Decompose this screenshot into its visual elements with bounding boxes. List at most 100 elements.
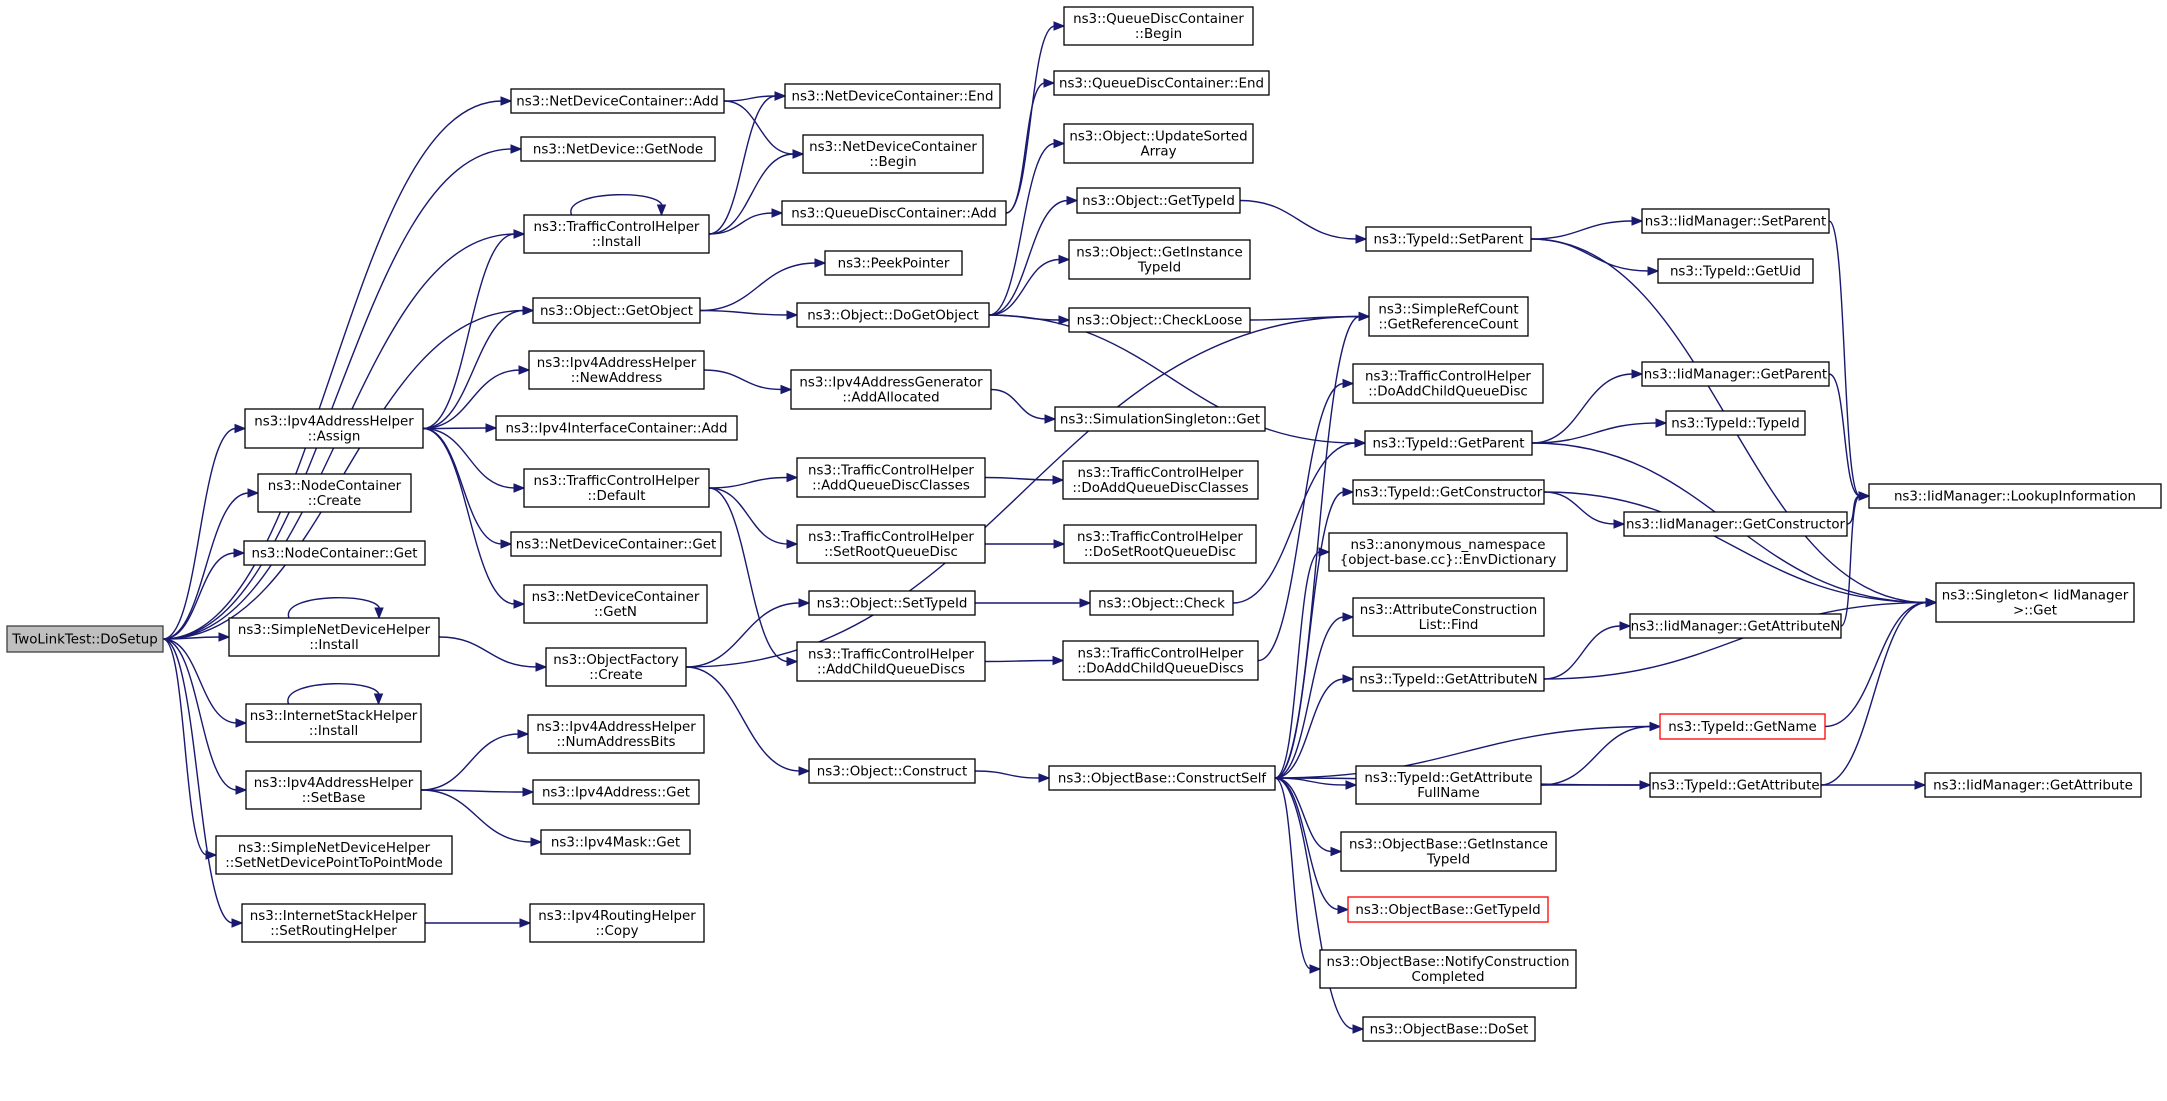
node-iid-getconstructor[interactable]: ns3::IidManager::GetConstructor	[1623, 511, 1848, 537]
node-obj-gettypeid[interactable]: ns3::Object::GetTypeId	[1076, 187, 1241, 214]
node-tch-setrootqd[interactable]: ns3::TrafficControlHelper::SetRootQueueD…	[796, 524, 986, 564]
node-ob-constructself[interactable]: ns3::ObjectBase::ConstructSelf	[1048, 765, 1276, 791]
node-ish-setrouting[interactable]: ns3::InternetStackHelper::SetRoutingHelp…	[241, 903, 426, 943]
node-box	[529, 903, 705, 943]
node-ipv4ah-numaddressbits[interactable]: ns3::Ipv4AddressHelper::NumAddressBits	[527, 714, 705, 754]
node-box	[241, 903, 426, 943]
node-ob-notifyconstruction[interactable]: ns3::ObjectBase::NotifyConstructionCompl…	[1319, 949, 1577, 989]
node-tch-doaddchildqds[interactable]: ns3::TrafficControlHelper::DoAddChildQue…	[1062, 640, 1259, 681]
node-tid-getparent[interactable]: ns3::TypeId::GetParent	[1364, 430, 1533, 456]
node-ipv4m-get[interactable]: ns3::Ipv4Mask::Get	[540, 829, 691, 855]
node-peekpointer[interactable]: ns3::PeekPointer	[824, 250, 963, 276]
edge-root-to-sndh_install	[162, 632, 231, 642]
node-ndc-add[interactable]: ns3::NetDeviceContainer::Add	[510, 88, 725, 114]
node-label-line: ns3::SimulationSingleton::Get	[1060, 413, 1260, 428]
node-box	[1054, 406, 1266, 432]
node-tid-getconstructor[interactable]: ns3::TypeId::GetConstructor	[1352, 479, 1545, 505]
node-tch-doaddchildqd[interactable]: ns3::TrafficControlHelper::DoAddChildQue…	[1352, 363, 1544, 404]
node-sndh-setp2p[interactable]: ns3::SimpleNetDeviceHelper::SetNetDevice…	[215, 835, 453, 875]
node-ipv4ah-setbase[interactable]: ns3::Ipv4AddressHelper::SetBase	[245, 770, 422, 810]
node-tch-dosetrootqd[interactable]: ns3::TrafficControlHelper::DoSetRootQueu…	[1063, 524, 1257, 564]
edge-obj_dogetobject-to-obj_updatesortedarray	[988, 138, 1066, 316]
node-label-line: ::SetRoutingHelper	[270, 924, 397, 939]
node-sndh-install[interactable]: ns3::SimpleNetDeviceHelper::Install	[228, 617, 440, 657]
node-anon-envdict[interactable]: ns3::anonymous_namespace{object-base.cc}…	[1328, 532, 1568, 572]
node-nc-create[interactable]: ns3::NodeContainer::Create	[257, 473, 412, 513]
node-obj-checkloose[interactable]: ns3::Object::CheckLoose	[1068, 307, 1251, 333]
edge-ipv4ah_setbase-to-ipv4m_get	[420, 789, 543, 847]
node-ob-gettypeid[interactable]: ns3::ObjectBase::GetTypeId	[1347, 896, 1549, 923]
node-obj-settypeid[interactable]: ns3::Object::SetTypeId	[808, 590, 976, 616]
node-tch-doaddqdclasses[interactable]: ns3::TrafficControlHelper::DoAddQueueDis…	[1062, 460, 1259, 500]
node-label-line: ns3::Ipv4AddressHelper	[254, 415, 414, 430]
node-label-line: ::AddQueueDiscClasses	[812, 479, 970, 494]
node-ipv4a-get[interactable]: ns3::Ipv4Address::Get	[532, 779, 700, 805]
node-label-line: FullName	[1417, 786, 1479, 801]
node-iid-getparent[interactable]: ns3::IidManager::GetParent	[1641, 361, 1830, 387]
node-nd-getnode[interactable]: ns3::NetDevice::GetNode	[520, 136, 716, 162]
node-tch-addqdclasses[interactable]: ns3::TrafficControlHelper::AddQueueDiscC…	[796, 457, 986, 498]
node-qdc-end[interactable]: ns3::QueueDiscContainer::End	[1053, 70, 1270, 96]
node-tid-getuid[interactable]: ns3::TypeId::GetUid	[1657, 258, 1814, 284]
node-box	[244, 408, 424, 449]
node-obj-getobject[interactable]: ns3::Object::GetObject	[532, 297, 701, 324]
node-qdc-add[interactable]: ns3::QueueDiscContainer::Add	[781, 200, 1007, 226]
node-iid-getattributen[interactable]: ns3::IidManager::GetAttributeN	[1629, 613, 1842, 639]
node-ipv4ic-add[interactable]: ns3::Ipv4InterfaceContainer::Add	[495, 415, 738, 441]
node-tch-default[interactable]: ns3::TrafficControlHelper::Default	[523, 468, 710, 508]
node-ndc-begin[interactable]: ns3::NetDeviceContainer::Begin	[802, 134, 984, 174]
node-src-getrefcount[interactable]: ns3::SimpleRefCount::GetReferenceCount	[1368, 296, 1529, 337]
node-tid-getattribute[interactable]: ns3::TypeId::GetAttribute	[1649, 772, 1822, 798]
node-tch-addchildqds[interactable]: ns3::TrafficControlHelper::AddChildQueue…	[796, 641, 986, 682]
edge-ob_constructself-to-ob_gettypeid	[1274, 777, 1350, 915]
node-tch-install[interactable]: ns3::TrafficControlHelper::Install	[523, 214, 710, 254]
node-label-line: ns3::Object::GetObject	[540, 304, 693, 319]
node-ipv4ah-assign[interactable]: ns3::Ipv4AddressHelper::Assign	[244, 408, 424, 449]
edge-ndc_add-to-ndc_begin	[723, 100, 805, 159]
node-iid-lookupinfo[interactable]: ns3::IidManager::LookupInformation	[1868, 483, 2162, 509]
node-iid-getattribute[interactable]: ns3::IidManager::GetAttribute	[1924, 772, 2142, 798]
node-label-line: ns3::PeekPointer	[838, 257, 950, 272]
node-label-line: ::Begin	[869, 155, 916, 170]
node-ndc-get[interactable]: ns3::NetDeviceContainer::Get	[510, 531, 722, 557]
node-root[interactable]: TwoLinkTest::DoSetup	[6, 625, 164, 653]
node-of-create[interactable]: ns3::ObjectFactory::Create	[545, 647, 687, 687]
node-ish-install[interactable]: ns3::InternetStackHelper::Install	[245, 703, 422, 743]
node-ss-get[interactable]: ns3::SimulationSingleton::Get	[1054, 406, 1266, 432]
node-label-line: ns3::NodeContainer	[268, 479, 402, 494]
node-obj-check[interactable]: ns3::Object::Check	[1089, 590, 1234, 616]
node-iid-setparent[interactable]: ns3::IidManager::SetParent	[1641, 208, 1830, 234]
node-tid-getname[interactable]: ns3::TypeId::GetName	[1659, 713, 1826, 740]
node-tid-typeid[interactable]: ns3::TypeId::TypeId	[1665, 410, 1806, 436]
node-ob-doset[interactable]: ns3::ObjectBase::DoSet	[1362, 1016, 1536, 1042]
node-qdc-begin[interactable]: ns3::QueueDiscContainer::Begin	[1063, 6, 1254, 46]
node-label-line: ns3::QueueDiscContainer	[1073, 12, 1244, 27]
node-obj-dogetobject[interactable]: ns3::Object::DoGetObject	[796, 302, 990, 328]
node-label-line: ns3::Ipv4AddressHelper	[537, 356, 697, 371]
node-box	[1319, 949, 1577, 989]
node-label-line: ns3::Ipv4Mask::Get	[551, 836, 680, 851]
node-nc-get[interactable]: ns3::NodeContainer::Get	[243, 540, 426, 566]
node-label-line: ::NewAddress	[571, 371, 663, 386]
node-ipv4ah-newaddress[interactable]: ns3::Ipv4AddressHelper::NewAddress	[528, 350, 705, 390]
node-tid-getattributen[interactable]: ns3::TypeId::GetAttributeN	[1352, 666, 1545, 692]
node-singleton-get[interactable]: ns3::Singleton< IidManager >::Get	[1935, 582, 2135, 623]
node-ipv4ag-addallocated[interactable]: ns3::Ipv4AddressGenerator::AddAllocated	[790, 369, 992, 410]
node-label-line: ::Create	[308, 494, 362, 509]
edge-sndh_install-to-sndh_install	[288, 596, 384, 620]
node-box	[1352, 363, 1544, 404]
node-box	[257, 473, 412, 513]
node-ipv4rh-copy[interactable]: ns3::Ipv4RoutingHelper::Copy	[529, 903, 705, 943]
node-tid-setparent[interactable]: ns3::TypeId::SetParent	[1365, 226, 1532, 252]
edge-tid_getattributen-to-iid_getattributen	[1543, 621, 1632, 680]
node-ndc-end[interactable]: ns3::NetDeviceContainer::End	[784, 83, 1001, 109]
node-obj-construct[interactable]: ns3::Object::Construct	[808, 758, 976, 784]
edge-root-to-ish_install	[162, 638, 248, 728]
node-ndc-getn[interactable]: ns3::NetDeviceContainer::GetN	[523, 584, 708, 624]
edge-qdc_add-to-qdc_end	[1005, 78, 1056, 214]
